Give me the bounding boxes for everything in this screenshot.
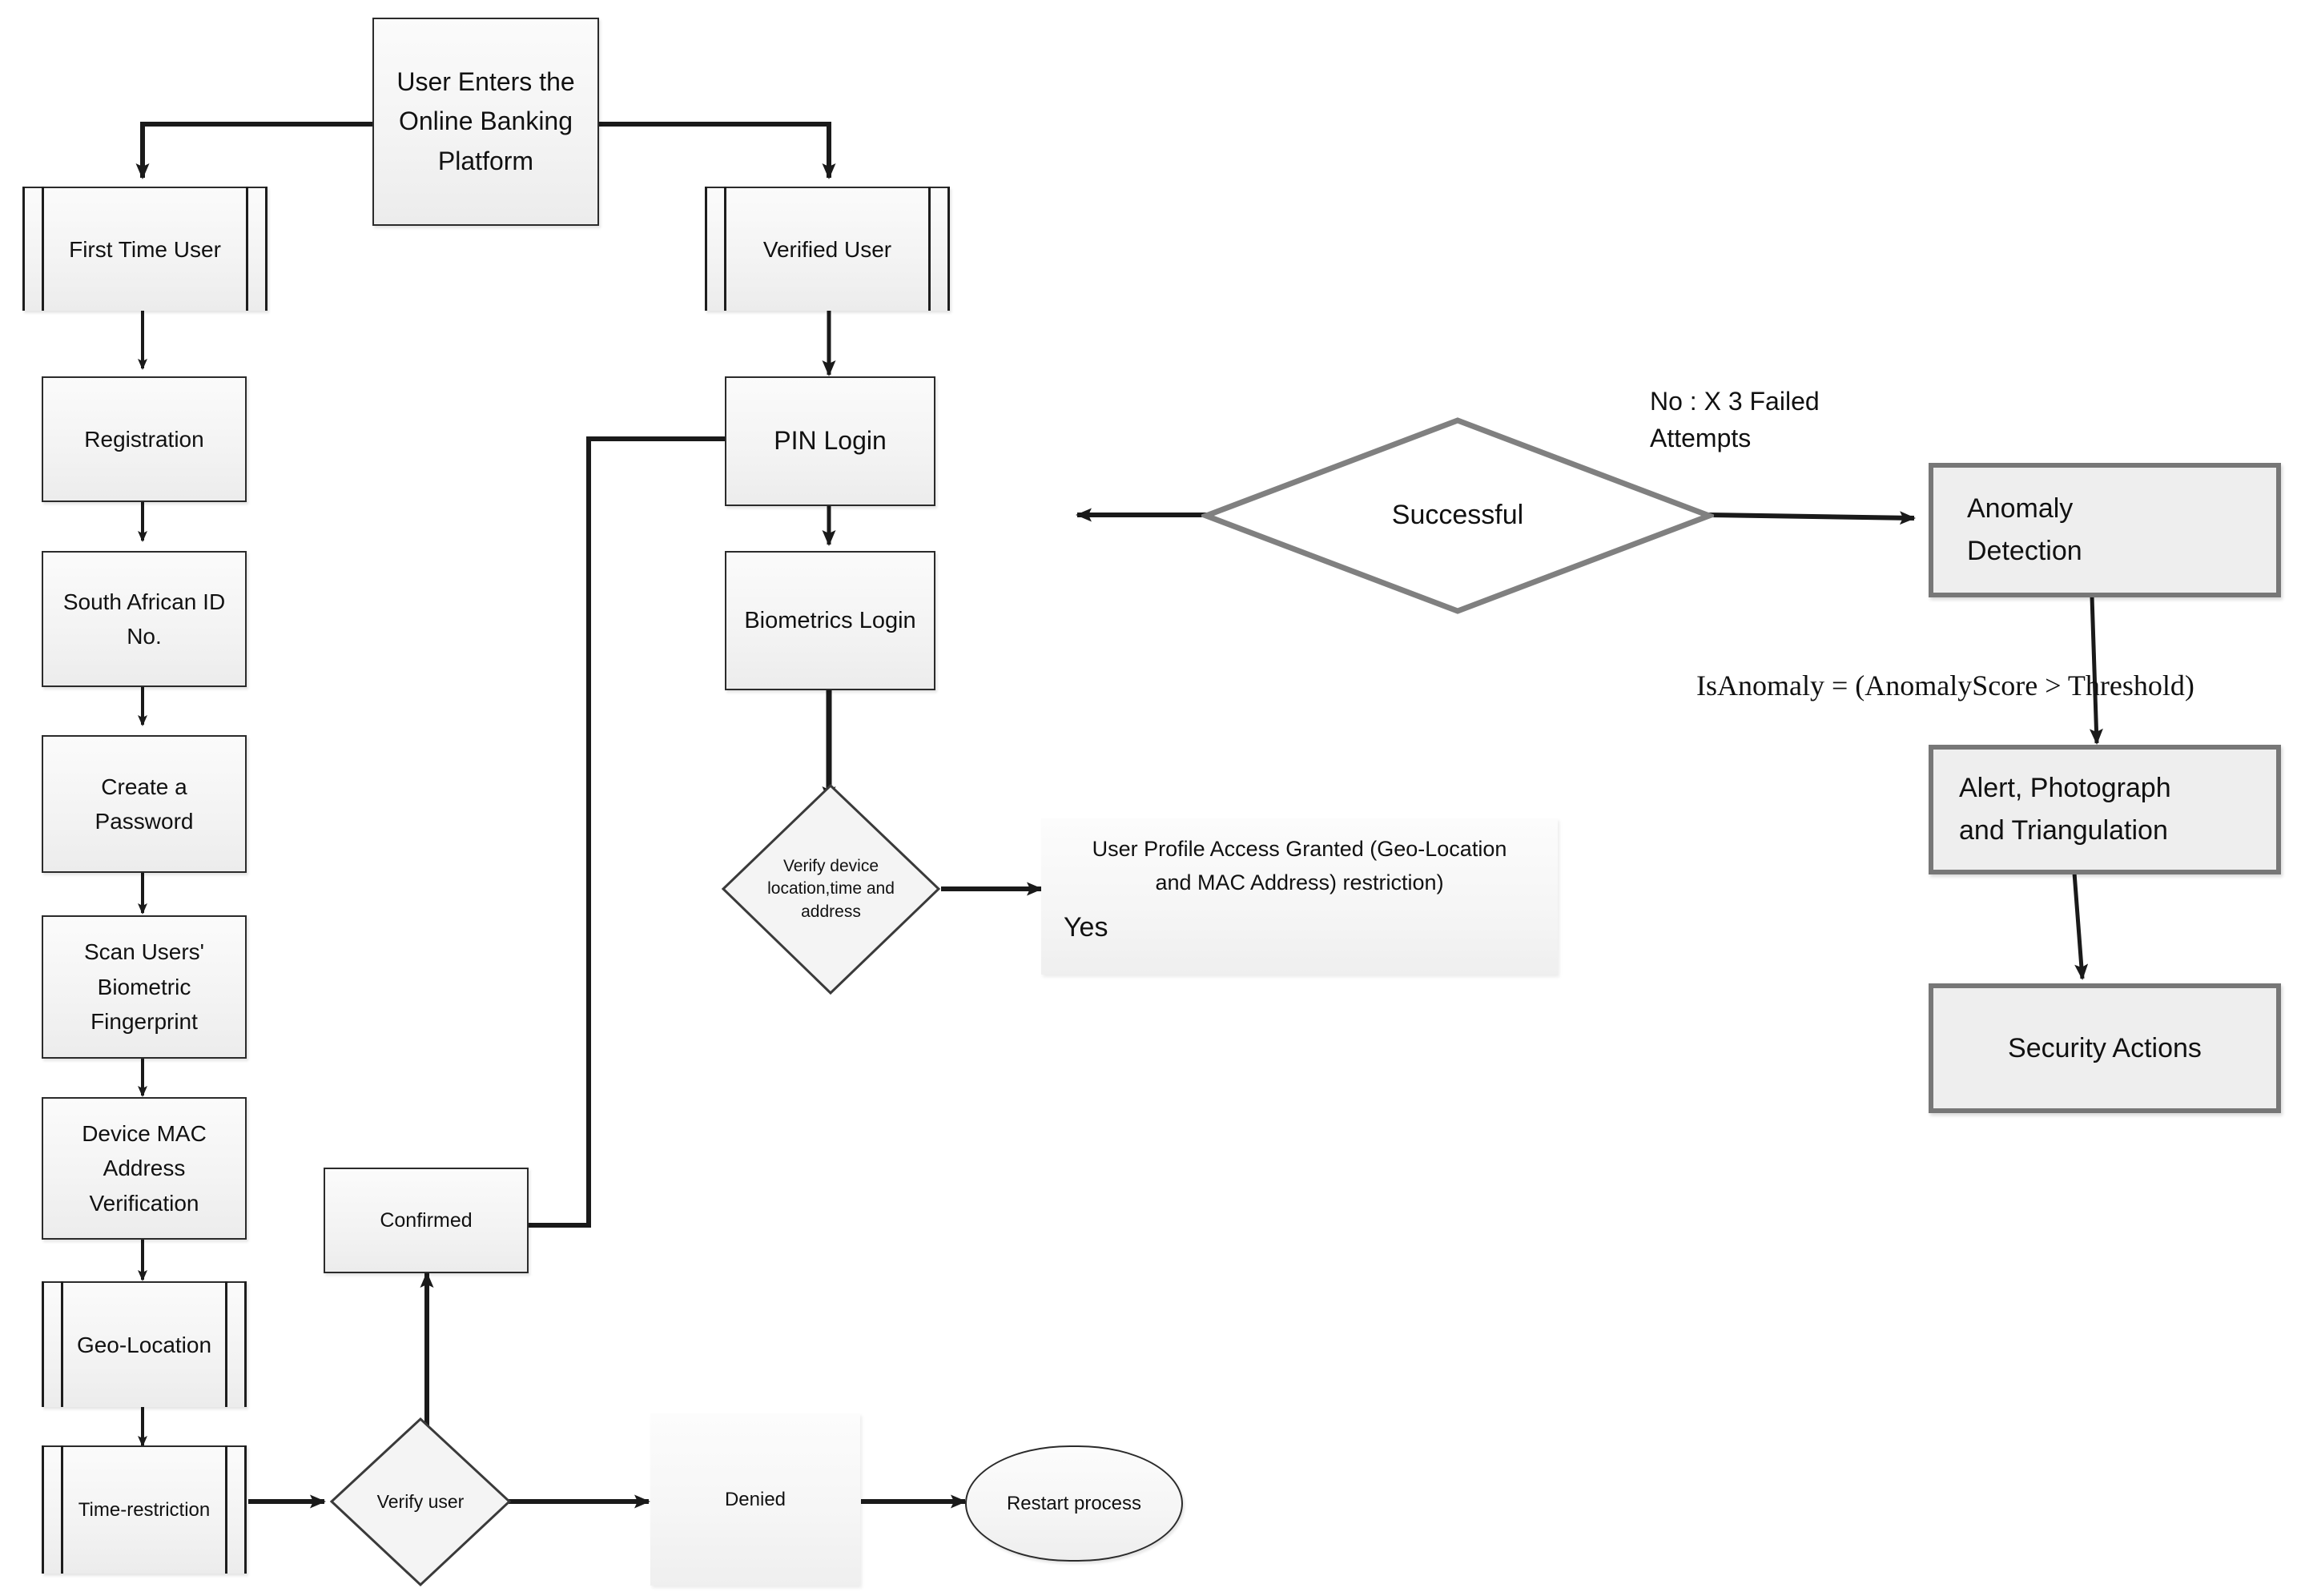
node-geo-location-label: Geo-Location (76, 1332, 212, 1357)
node-anomaly-detection[interactable]: Anomaly Detection (1929, 463, 2281, 597)
node-alert-photograph-triangulation[interactable]: Alert, Photograph and Triangulation (1929, 745, 2281, 874)
node-security-actions[interactable]: Security Actions (1929, 983, 2281, 1113)
node-device-mac-verification[interactable]: Device MAC Address Verification (42, 1097, 247, 1240)
diamond-shape (329, 1417, 512, 1587)
node-verified-user[interactable]: Verified User (705, 187, 950, 311)
node-time-restriction-label: Time-restriction (78, 1499, 211, 1522)
node-scan-biometric-fingerprint[interactable]: Scan Users' Biometric Fingerprint (42, 915, 247, 1059)
node-create-password[interactable]: Create a Password (42, 735, 247, 873)
node-successful[interactable]: Successful (1201, 416, 1714, 615)
node-access-granted-label: User Profile Access Granted (Geo-Locatio… (1092, 837, 1507, 894)
node-first-time-user[interactable]: First Time User (22, 187, 268, 311)
node-access-granted[interactable]: User Profile Access Granted (Geo-Locatio… (1041, 818, 1558, 975)
node-biometrics-login[interactable]: Biometrics Login (725, 551, 935, 690)
node-verify-device-location[interactable]: Verify device location,time and address (721, 783, 941, 995)
node-access-granted-yes: Yes (1064, 911, 1108, 943)
node-pin-login[interactable]: PIN Login (725, 376, 935, 506)
node-restart-process[interactable]: Restart process (965, 1445, 1183, 1562)
node-geo-location[interactable]: Geo-Location (42, 1281, 247, 1407)
node-time-restriction[interactable]: Time-restriction (42, 1445, 247, 1574)
node-registration[interactable]: Registration (42, 376, 247, 502)
node-start[interactable]: User Enters the Online Banking Platform (372, 18, 599, 226)
node-verify-user[interactable]: Verify user (328, 1416, 513, 1588)
edge-label-no-three-failed: No : X 3 Failed Attempts (1650, 387, 1820, 453)
node-verify-user-label: Verify user (376, 1490, 465, 1512)
node-south-african-id[interactable]: South African ID No. (42, 551, 247, 687)
node-first-time-user-label: First Time User (69, 236, 221, 262)
node-verify-device-label: Verify device location,time and address (767, 856, 895, 921)
node-verified-user-label: Verified User (762, 236, 892, 262)
diamond-shape (1201, 417, 1714, 614)
node-successful-label: Successful (1391, 500, 1524, 531)
node-denied[interactable]: Denied (650, 1413, 860, 1586)
edge-label-anomaly-formula: IsAnomaly = (AnomalyScore > Threshold) (1696, 669, 2194, 702)
node-confirmed[interactable]: Confirmed (324, 1168, 529, 1273)
diamond-shape (721, 783, 941, 995)
